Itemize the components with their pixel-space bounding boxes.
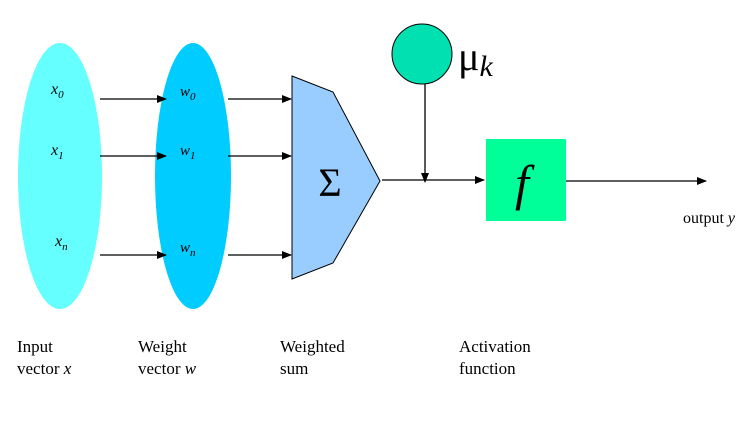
input-node-label-1: x1	[50, 142, 64, 162]
activation-caption-line2: function	[459, 359, 516, 378]
bias-circle	[391, 23, 453, 85]
input-caption-line1: Input	[17, 337, 53, 356]
weight-caption-line1: Weight	[138, 337, 187, 356]
weight-caption-line2: vector w	[138, 359, 197, 378]
input-vector-ellipse	[18, 43, 102, 309]
weight-node-label-1: w1	[180, 143, 196, 162]
weight-vector-ellipse	[155, 43, 231, 309]
input-caption-line2: vector x	[17, 359, 72, 378]
input-node-label-n: xn	[54, 233, 68, 253]
activation-caption-line1: Activation	[459, 337, 531, 356]
weighted-sum-caption: Weighted sum	[280, 336, 345, 380]
output-label-var: y	[727, 210, 735, 227]
sum-caption-line2: sum	[280, 359, 309, 378]
sum-caption-line1: Weighted	[280, 337, 345, 356]
summation-block	[291, 75, 381, 280]
bias-label: μk	[458, 34, 493, 83]
summation-symbol: Σ	[318, 160, 341, 205]
input-vector-caption: Input vector x	[17, 336, 71, 380]
input-node-label-0: x0	[50, 81, 64, 101]
activation-box	[486, 139, 566, 221]
weight-node-label-0: w0	[180, 84, 196, 103]
output-label: output y	[683, 208, 735, 230]
activation-function-caption: Activation function	[459, 336, 531, 380]
weight-vector-caption: Weight vector w	[138, 336, 196, 380]
weight-node-label-n: wn	[180, 240, 196, 259]
output-label-prefix: output	[683, 210, 728, 227]
